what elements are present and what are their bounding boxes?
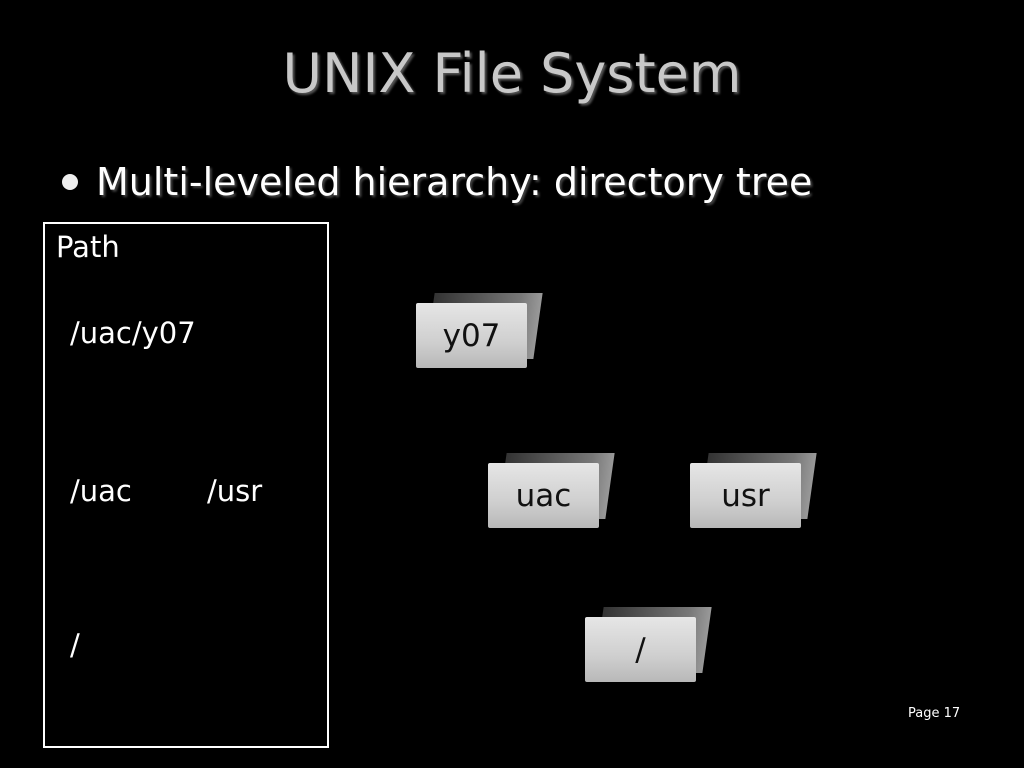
path-uac: /uac [70,474,132,508]
bullet-text: Multi-leveled hierarchy: directory tree [96,160,813,204]
folder-y07[interactable]: y07 [416,293,543,369]
page-number: Page 17 [908,706,961,721]
path-heading: Path [56,230,120,264]
folder-label: / [585,617,696,682]
folder-label: uac [488,463,599,528]
folder-root[interactable]: / [585,607,712,683]
slide-title: UNIX File System [282,42,742,105]
bullet-item: Multi-leveled hierarchy: directory tree [62,160,812,204]
path-box [43,222,329,748]
path-root: / [70,628,80,662]
folder-uac[interactable]: uac [488,453,615,529]
path-uac-y07: /uac/y07 [70,316,196,350]
folder-label: y07 [416,303,527,368]
path-usr: /usr [207,474,263,508]
bullet-icon [62,174,78,190]
folder-label: usr [690,463,801,528]
folder-usr[interactable]: usr [690,453,817,529]
